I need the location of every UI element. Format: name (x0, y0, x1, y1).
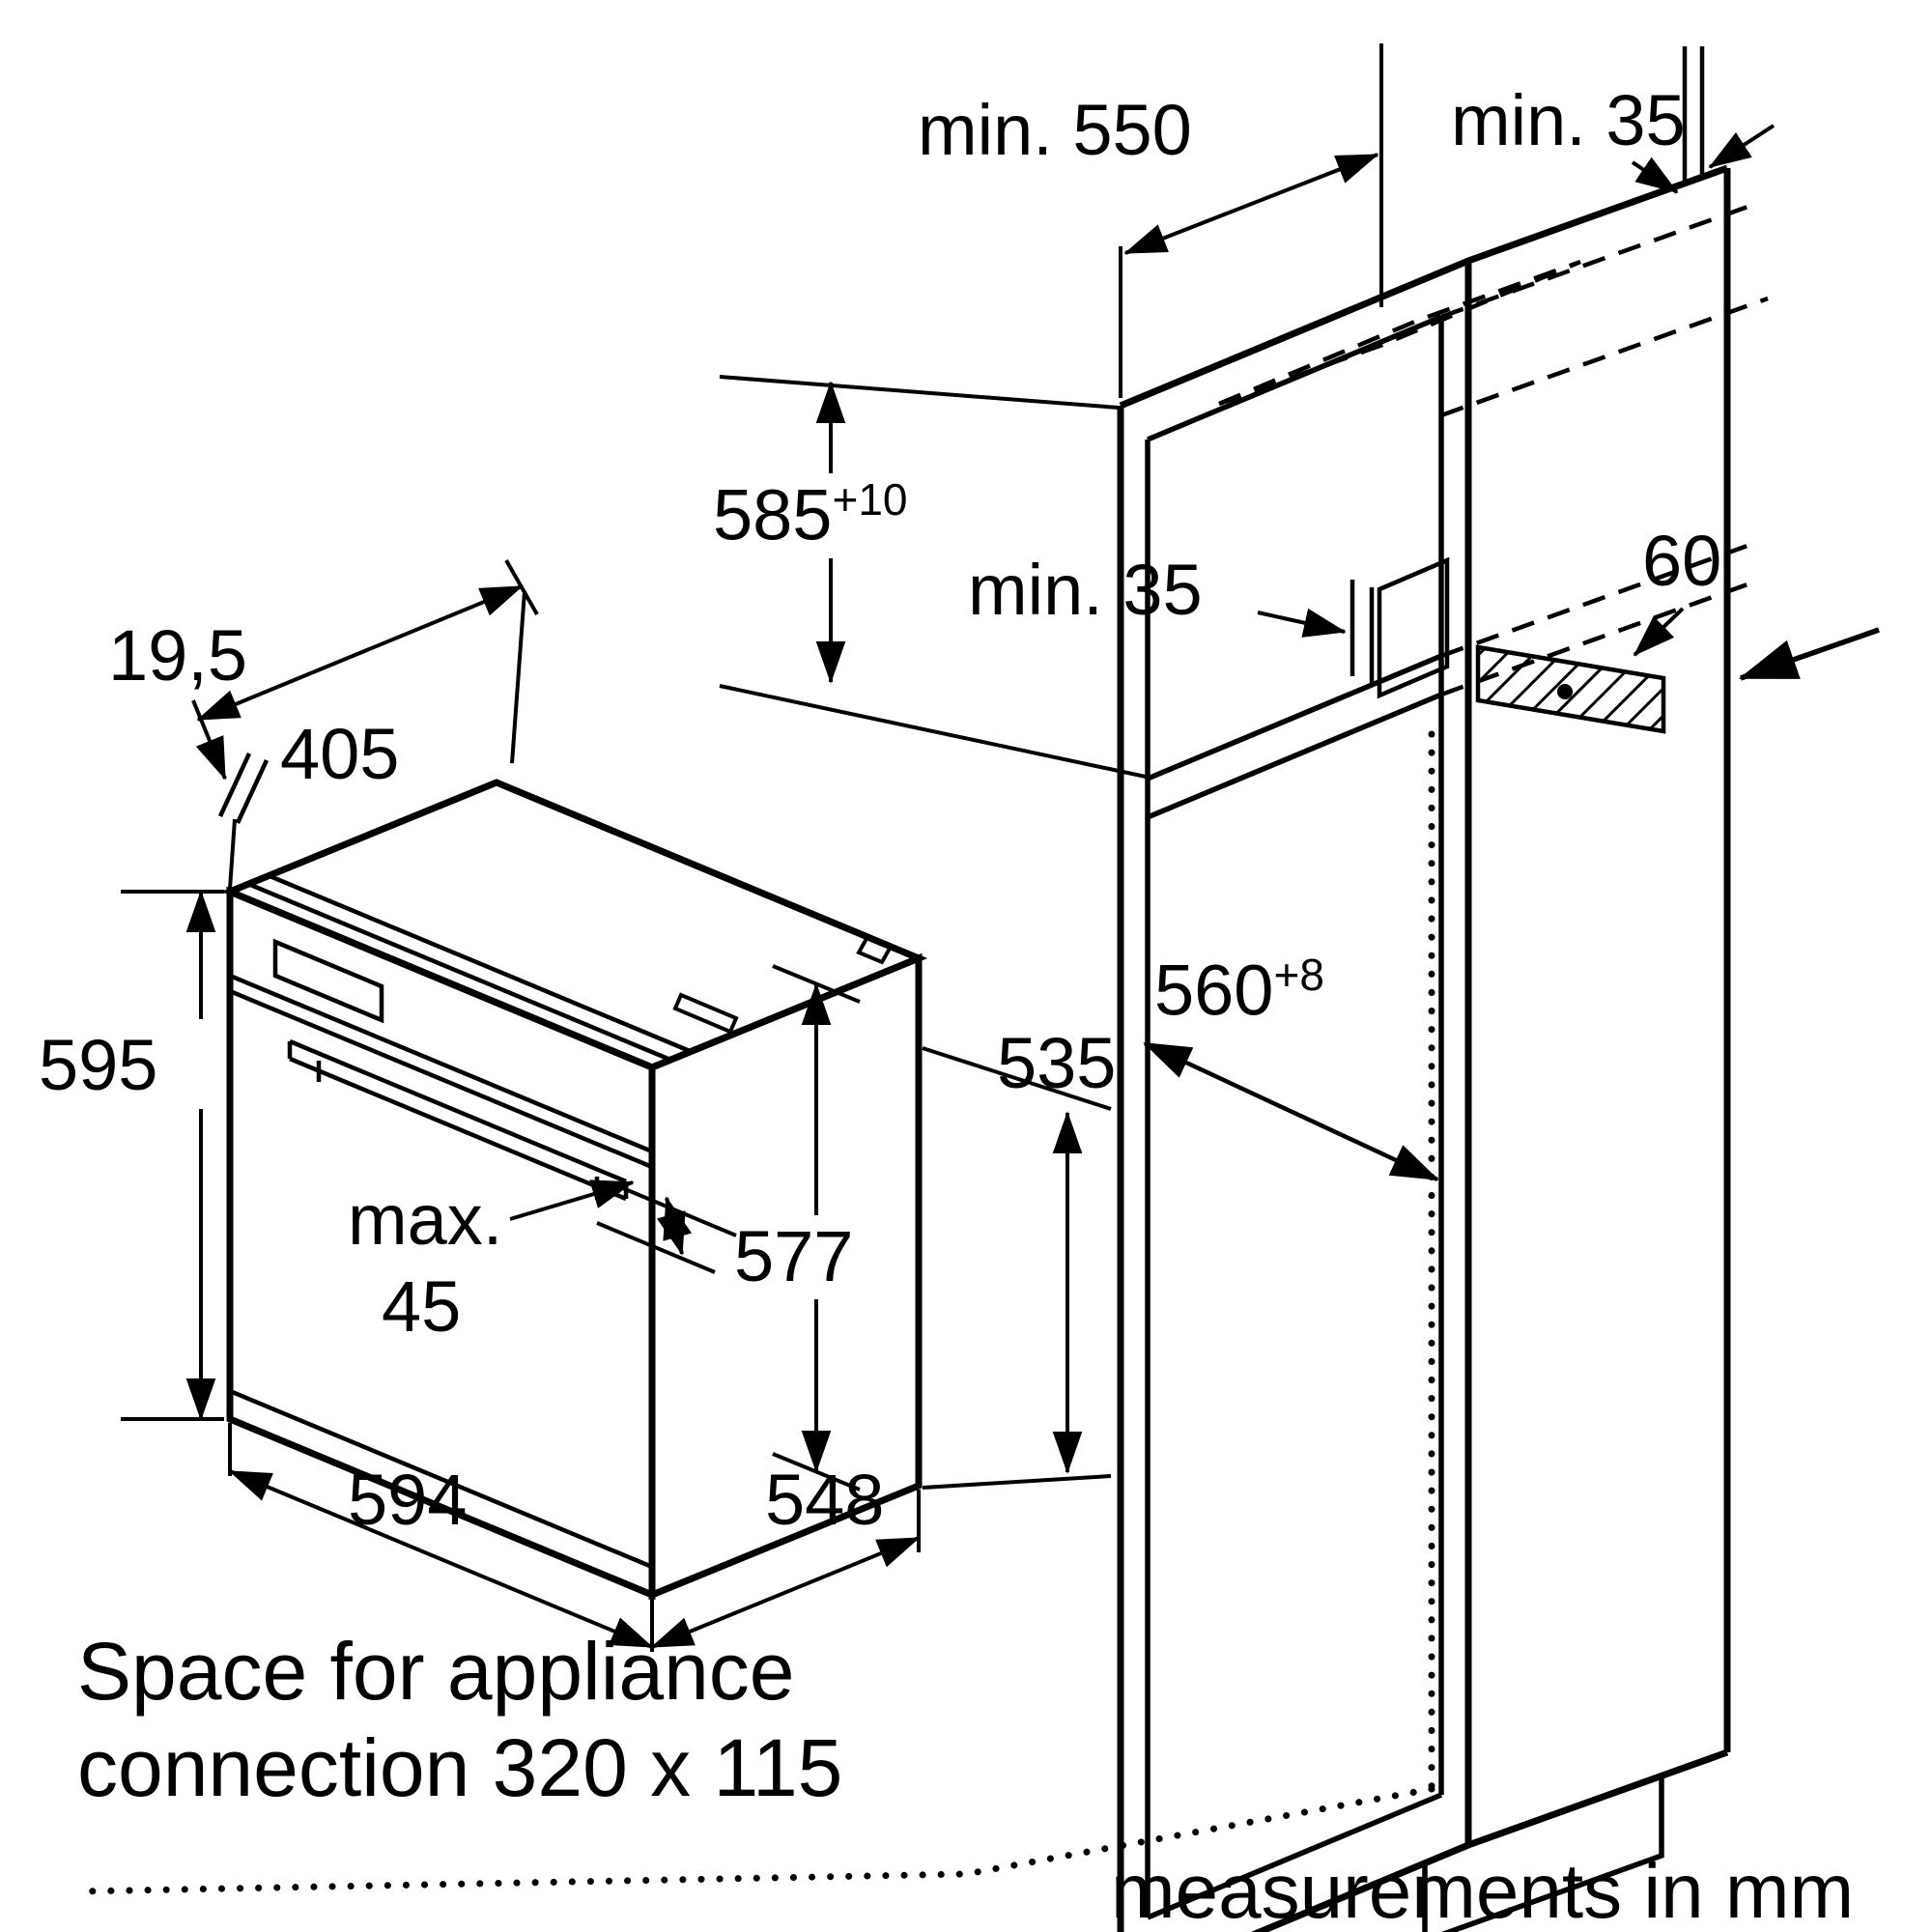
cabinet-bottom-front (1250, 1841, 1470, 1932)
oven-top-slot (672, 992, 739, 1035)
niche-interior-bottom (1146, 1792, 1443, 1920)
cabinet-bottom-side (1466, 1748, 1729, 1849)
label-niche-height: 585+10 (713, 477, 908, 552)
oven-control-panel-line2 (229, 988, 653, 1170)
dim-oven-height (121, 890, 224, 1421)
niche-height-tolerance: +10 (832, 474, 908, 525)
dim-oven-top-depth (196, 559, 539, 764)
dimension-linework (121, 43, 1880, 1652)
cabinet-plinth (1422, 1776, 1664, 1932)
label-rear-gap: min. 35 (968, 550, 1203, 630)
dim-handle-depth (509, 1179, 737, 1274)
label-door-overhang: 19,5 (108, 615, 248, 696)
oven-display (272, 938, 384, 1024)
label-oven-body-height: 577 (734, 1216, 854, 1296)
label-oven-height: 595 (39, 1025, 158, 1105)
label-vent-width: 60 (1642, 521, 1722, 601)
label-oven-top-depth: 405 (280, 714, 400, 794)
units-note: measurements in mm (1111, 1848, 1855, 1932)
oven-carcass-top-edge (267, 872, 691, 1054)
label-cabinet-depth: min. 550 (918, 90, 1192, 170)
dim-oven-rear-height (922, 1046, 1112, 1490)
label-handle-depth-value: 45 (382, 1266, 462, 1347)
dim-wall-gap-top (1631, 46, 1776, 194)
niche-width-value: 560 (1154, 950, 1274, 1031)
dim-niche-height (719, 375, 1147, 779)
wall-pointer-arrow (1738, 627, 1880, 681)
vent-hatch-strip (1475, 644, 1666, 734)
dim-niche-width (1143, 1040, 1439, 1182)
niche-height-value: 585 (713, 474, 833, 555)
dim-door-overhang (191, 699, 270, 890)
connection-note-line2: connection 320 x 115 (77, 1722, 843, 1813)
oven-control-panel-line (229, 973, 653, 1154)
cabinet-shelf-top (1146, 653, 1443, 781)
dim-oven-depth (650, 1490, 921, 1649)
cabinet-drawing (78, 164, 1769, 1932)
label-oven-rear-height: 535 (997, 1023, 1117, 1103)
connection-note-line1: Space for appliance (77, 1626, 795, 1717)
niche-width-tolerance: +8 (1273, 950, 1324, 1000)
cabinet-top-edge (1119, 164, 1729, 410)
dim-vent-width (1633, 607, 1685, 657)
vent-channel-section (1377, 556, 1450, 699)
label-wall-gap-top: min. 35 (1451, 80, 1686, 160)
connection-dotted-line (78, 730, 1435, 1895)
label-oven-width: 594 (348, 1460, 468, 1540)
oven-rear-notch (856, 934, 894, 965)
label-handle-depth-prefix: max. (348, 1179, 503, 1260)
dim-cabinet-depth (1119, 43, 1383, 398)
cabinet-shelf-bottom (1146, 692, 1443, 820)
oven-door-top-edge (247, 881, 671, 1063)
label-niche-width: 560+8 (1154, 952, 1324, 1027)
vent-dot (1557, 684, 1573, 699)
dim-rear-gap (1257, 608, 1347, 638)
label-oven-body-depth: 548 (765, 1460, 885, 1540)
dim-oven-body-height (772, 964, 861, 1492)
